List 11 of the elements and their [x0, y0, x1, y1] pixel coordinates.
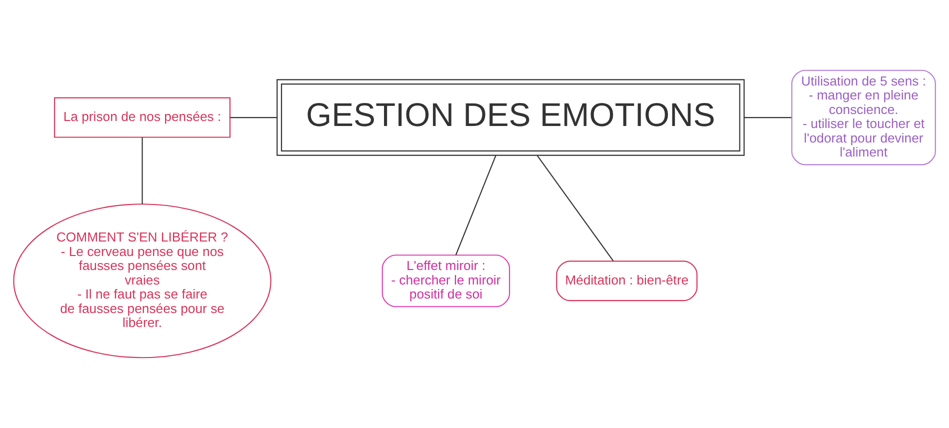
- node-box: L'effet miroir : - chercher le miroir positif de soi: [382, 254, 510, 308]
- connector: [744, 116, 792, 118]
- connector: [536, 155, 614, 262]
- node-box: Utilisation de 5 sens : - manger en pleine conscience. - utiliser le toucher et l'odorat pour deviner l'aliment: [791, 70, 936, 166]
- node-box: Méditation : bien-être: [556, 260, 698, 302]
- node-box: La prison de nos pensées :: [54, 97, 231, 138]
- node-box: GESTION DES EMOTIONS: [276, 79, 745, 156]
- connector: [230, 116, 277, 118]
- connector: [455, 155, 496, 256]
- connector: [142, 137, 143, 204]
- node-ellipse: COMMENT S'EN LIBÉRER ? - Le cerveau pense que nos fausses pensées sont vraies - Il ne faut pas se faire de fausses pensées pour se libérer.: [13, 204, 272, 358]
